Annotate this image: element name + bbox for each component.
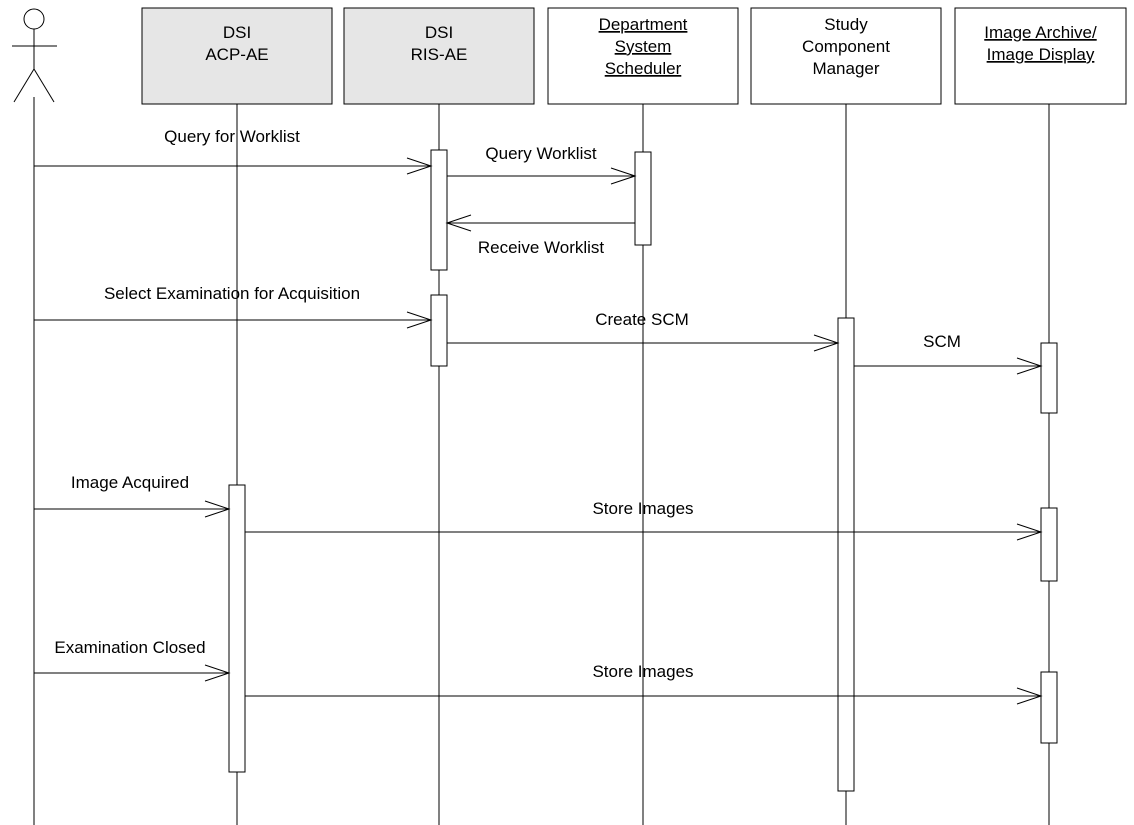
message-label: Select Examination for Acquisition bbox=[104, 284, 360, 303]
message-label: Store Images bbox=[592, 662, 693, 681]
participant-label: RIS-AE bbox=[411, 45, 468, 64]
activation-bar-iad bbox=[1040, 507, 1058, 582]
message-arrow: Create SCM bbox=[447, 310, 840, 352]
message-label: SCM bbox=[923, 332, 961, 351]
activation-bar-ris bbox=[430, 149, 448, 271]
participant-label: Image Archive/ bbox=[984, 23, 1097, 42]
participant-label: Image Display bbox=[987, 45, 1095, 64]
activation-bar-dss bbox=[634, 151, 652, 246]
participant-box-acp: DSI ACP-AE bbox=[141, 7, 333, 105]
participant-label: Study bbox=[824, 15, 868, 34]
message-label: Query for Worklist bbox=[164, 127, 300, 146]
activation-bar-iad bbox=[1040, 671, 1058, 744]
arrowhead-icon bbox=[445, 214, 472, 232]
message-label: Receive Worklist bbox=[478, 238, 605, 257]
message-arrow: Query for Worklist bbox=[34, 127, 433, 175]
activation-bar-acp bbox=[228, 484, 246, 773]
activation-bar-scm bbox=[837, 317, 855, 792]
participant-box-iad: Image Archive/Image Display bbox=[954, 7, 1127, 105]
activation-bar-ris bbox=[430, 294, 448, 367]
message-arrow: Store Images bbox=[245, 499, 1043, 541]
message-arrow: SCM bbox=[854, 332, 1043, 375]
stick-figure-actor-icon bbox=[12, 8, 57, 103]
message-arrow: Select Examination for Acquisition bbox=[34, 284, 433, 329]
arrowhead-icon bbox=[406, 157, 433, 175]
message-arrow: Receive Worklist bbox=[445, 214, 635, 257]
message-arrow: Image Acquired bbox=[34, 473, 231, 518]
participant-label: Component bbox=[802, 37, 890, 56]
message-label: Image Acquired bbox=[71, 473, 189, 492]
arrowhead-icon bbox=[1016, 687, 1043, 705]
participant-label: Scheduler bbox=[605, 59, 682, 78]
participant-label: DSI bbox=[425, 23, 453, 42]
participant-label: Department bbox=[599, 15, 688, 34]
activation-bar-iad bbox=[1040, 342, 1058, 414]
message-arrow: Query Worklist bbox=[447, 144, 637, 185]
participant-box-ris: DSI RIS-AE bbox=[343, 7, 535, 105]
arrowhead-icon bbox=[1016, 523, 1043, 541]
participant-label: DSI bbox=[223, 23, 251, 42]
arrowhead-icon bbox=[1016, 357, 1043, 375]
message-label: Examination Closed bbox=[54, 638, 205, 657]
arrowhead-icon bbox=[204, 664, 231, 682]
message-arrow: Examination Closed bbox=[34, 638, 231, 682]
participant-label: Manager bbox=[812, 59, 879, 78]
message-label: Query Worklist bbox=[485, 144, 596, 163]
arrowhead-icon bbox=[204, 500, 231, 518]
arrowhead-icon bbox=[813, 334, 840, 352]
participant-label: System bbox=[615, 37, 672, 56]
message-arrow: Store Images bbox=[245, 662, 1043, 705]
participant-label: ACP-AE bbox=[205, 45, 268, 64]
arrowhead-icon bbox=[610, 167, 637, 185]
message-label: Store Images bbox=[592, 499, 693, 518]
arrowhead-icon bbox=[406, 311, 433, 329]
message-label: Create SCM bbox=[595, 310, 689, 329]
